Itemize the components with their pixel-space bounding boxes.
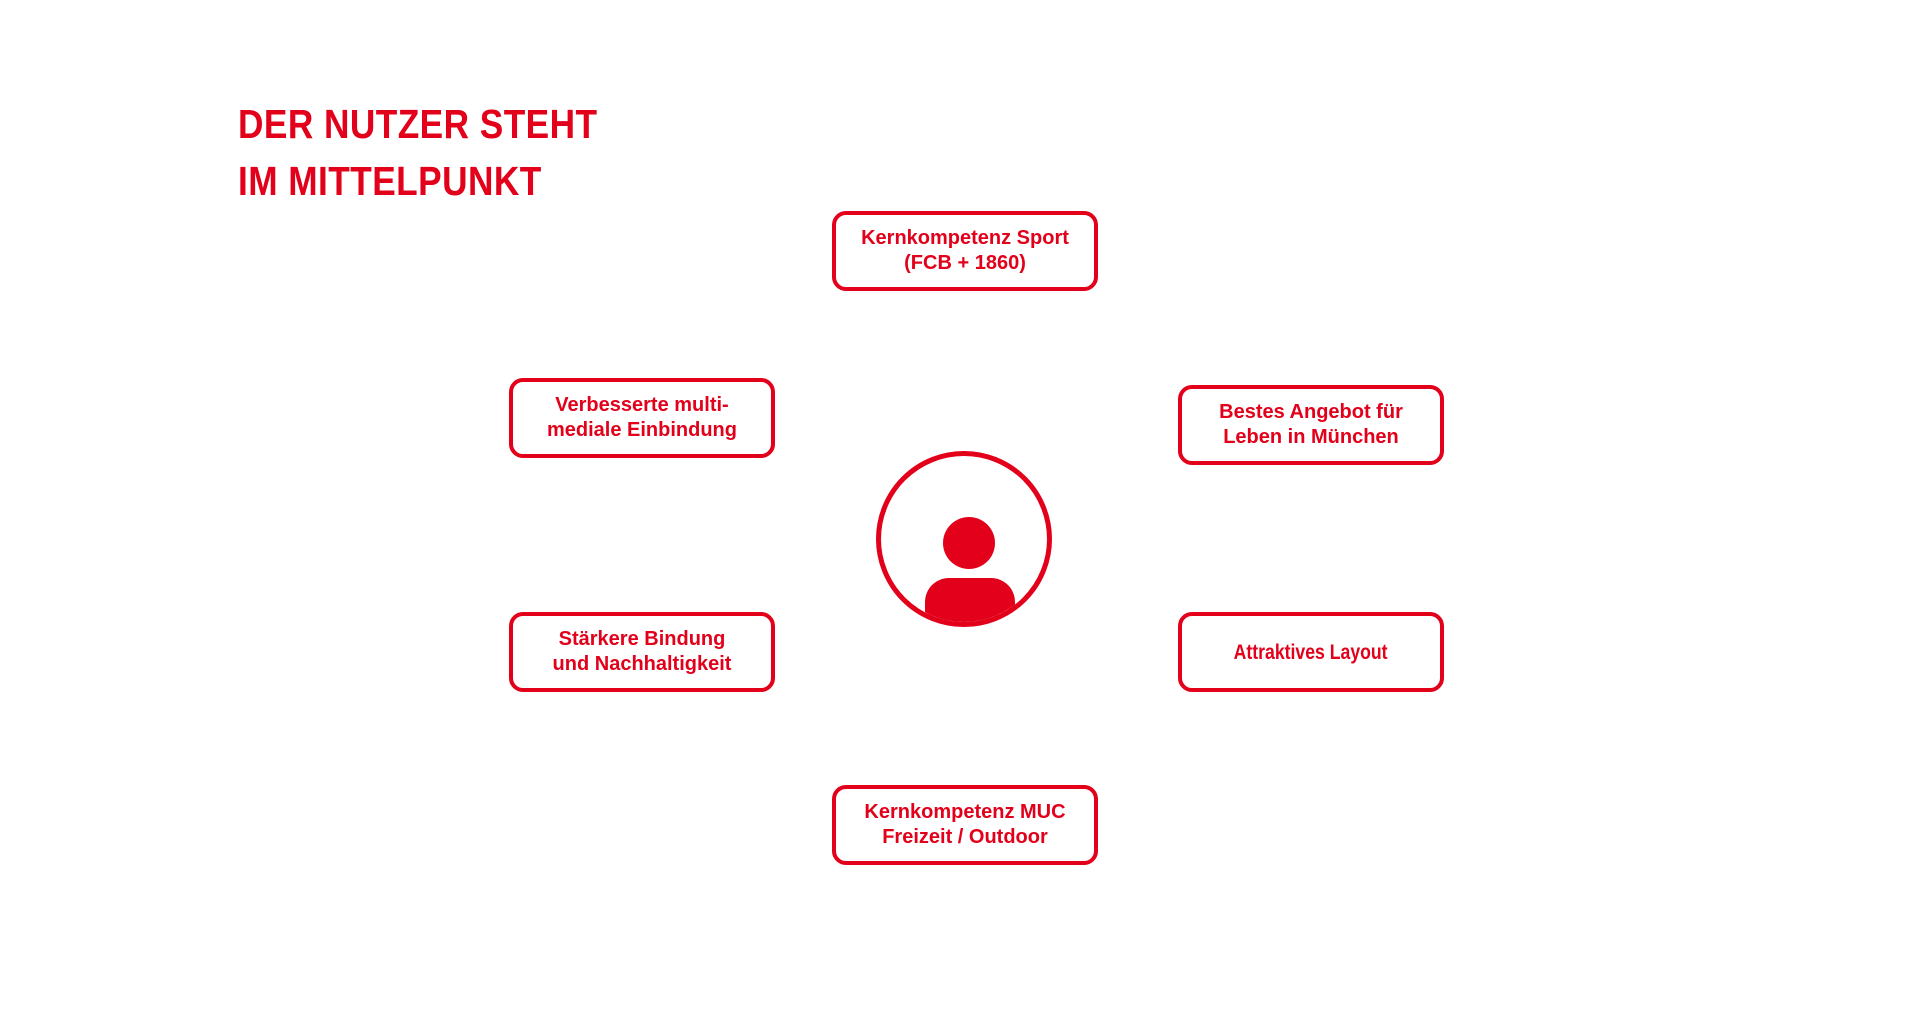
- node-kernkompetenz-sport: Kernkompetenz Sport (FCB + 1860): [832, 211, 1098, 291]
- node-label-line-2: Freizeit / Outdoor: [882, 826, 1048, 848]
- page-title: DER NUTZER STEHT IM MITTELPUNKT: [238, 96, 597, 210]
- node-multimediale-einbindung: Verbesserte multi- mediale Einbindung: [509, 378, 775, 458]
- node-label-line-1: Kernkompetenz Sport: [861, 227, 1069, 249]
- node-bestes-angebot: Bestes Angebot für Leben in München: [1178, 385, 1444, 465]
- node-label-line-1: Stärkere Bindung: [558, 628, 726, 650]
- node-label-line-2: (FCB + 1860): [904, 252, 1026, 274]
- user-icon: [925, 517, 1015, 622]
- page-title-line-1: DER NUTZER STEHT: [238, 101, 598, 147]
- node-label-line-1: Kernkompetenz MUC: [864, 801, 1066, 823]
- node-attraktives-layout: Attraktives Layout: [1178, 612, 1444, 692]
- node-kernkompetenz-muc: Kernkompetenz MUC Freizeit / Outdoor: [832, 785, 1098, 865]
- node-label-line-2: Leben in München: [1223, 426, 1399, 448]
- node-label-line-1: Bestes Angebot für: [1219, 401, 1403, 423]
- node-staerkere-bindung: Stärkere Bindung und Nachhaltigkeit: [509, 612, 775, 692]
- node-label-line-2: und Nachhaltigkeit: [552, 653, 732, 675]
- page-title-line-2: IM MITTELPUNKT: [238, 158, 542, 204]
- user-circle: [876, 451, 1052, 627]
- node-label-line-2: mediale Einbindung: [546, 419, 737, 441]
- node-label-line-1: Verbesserte multi-: [555, 394, 729, 416]
- node-label-line-1: Attraktives Layout: [1234, 640, 1388, 664]
